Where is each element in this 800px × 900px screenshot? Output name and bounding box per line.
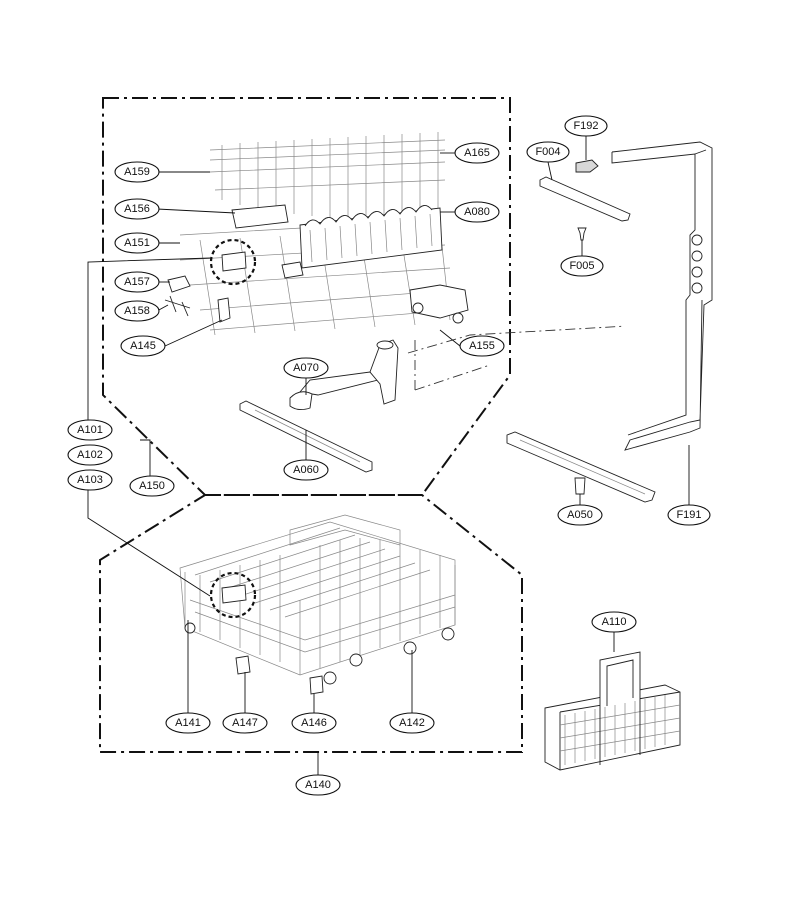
callout-label: A157	[124, 276, 150, 288]
callout-label: A070	[293, 362, 319, 374]
callout-label: A140	[305, 779, 331, 791]
callout-A157[interactable]: A157	[114, 271, 160, 293]
callout-A101[interactable]: A101	[67, 419, 113, 441]
callout-label: A145	[130, 340, 156, 352]
callout-label: A102	[77, 449, 103, 461]
callout-label: A147	[232, 717, 258, 729]
callout-A080[interactable]: A080	[454, 201, 500, 223]
lower-rack-group-boundary	[99, 494, 523, 753]
callout-A140[interactable]: A140	[295, 774, 341, 796]
callout-A151[interactable]: A151	[114, 232, 160, 254]
callout-A147[interactable]: A147	[222, 712, 268, 734]
lower-rack-drawing	[179, 514, 456, 695]
lower-spray-arm	[506, 431, 656, 503]
callout-label: A103	[77, 474, 103, 486]
top-spray-nut	[575, 159, 599, 173]
callout-label: A101	[77, 424, 103, 436]
top-spray-arm	[539, 176, 631, 222]
upper-detail-circle	[209, 238, 257, 286]
upper-rack-group-boundary	[102, 97, 511, 496]
callout-A146[interactable]: A146	[291, 712, 337, 734]
callout-A145[interactable]: A145	[120, 335, 166, 357]
callout-A070[interactable]: A070	[283, 357, 329, 379]
callout-A110[interactable]: A110	[591, 611, 637, 633]
callout-A142[interactable]: A142	[389, 712, 435, 734]
callout-A155[interactable]: A155	[459, 335, 505, 357]
callout-label: A158	[124, 305, 150, 317]
pipe-connection-line-2	[414, 340, 491, 391]
callout-label: A110	[602, 616, 627, 628]
callout-label: A146	[301, 717, 327, 729]
lower-detail-circle	[209, 571, 257, 619]
supply-tube	[611, 141, 713, 451]
callout-A141[interactable]: A141	[165, 712, 211, 734]
top-spray-screw	[577, 227, 587, 241]
callout-label: F191	[676, 509, 701, 521]
callout-A102[interactable]: A102	[67, 444, 113, 466]
callout-label: A159	[124, 166, 150, 178]
callout-label: F004	[535, 146, 560, 158]
callout-label: A142	[399, 717, 425, 729]
callout-F191[interactable]: F191	[667, 504, 711, 526]
callout-A159[interactable]: A159	[114, 161, 160, 183]
callout-label: F192	[573, 120, 598, 132]
callout-A165[interactable]: A165	[454, 142, 500, 164]
mid-spray-pipe	[289, 339, 399, 411]
callout-F005[interactable]: F005	[560, 255, 604, 277]
callout-A050[interactable]: A050	[557, 504, 603, 526]
pipe-connection-line-1	[407, 224, 691, 354]
callout-label: A050	[567, 509, 593, 521]
callout-label: F005	[569, 260, 594, 272]
callout-A103[interactable]: A103	[67, 469, 113, 491]
callout-label: A165	[464, 147, 490, 159]
silverware-basket	[544, 651, 681, 771]
leader-lines	[87, 136, 690, 775]
callout-A060[interactable]: A060	[283, 459, 329, 481]
callout-label: A141	[175, 717, 201, 729]
callout-A158[interactable]: A158	[114, 300, 160, 322]
callout-label: A151	[124, 237, 150, 249]
callout-F192[interactable]: F192	[564, 115, 608, 137]
callout-label: A156	[124, 203, 150, 215]
callout-label: A150	[139, 480, 165, 492]
callout-label: A155	[469, 340, 495, 352]
callout-F004[interactable]: F004	[526, 141, 570, 163]
upper-rack-drawing	[164, 132, 469, 336]
callout-A156[interactable]: A156	[114, 198, 160, 220]
callout-A150[interactable]: A150	[129, 475, 175, 497]
callout-label: A060	[293, 464, 319, 476]
callout-label: A080	[464, 206, 490, 218]
